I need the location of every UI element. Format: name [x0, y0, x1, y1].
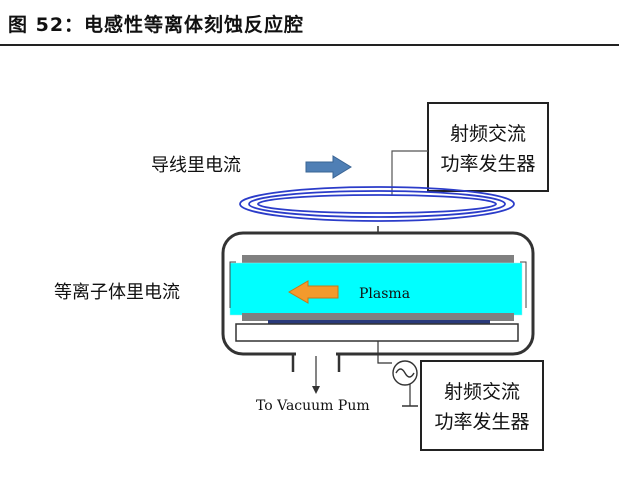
coil-current-label: 导线里电流 — [151, 155, 241, 176]
upper-electrode — [242, 255, 514, 264]
plasma-current-arrow — [288, 280, 339, 304]
rf-generator-bottom: 射频交流 功率发生器 — [420, 360, 544, 451]
rf-generator-bottom-box — [420, 360, 544, 451]
rf-generator-top-line1: 射频交流 — [450, 123, 526, 145]
plasma-region — [229, 262, 523, 316]
pump-port-gap — [296, 352, 336, 357]
rf-generator-bottom-line1: 射频交流 — [444, 381, 520, 403]
plasma-current-label: 等离子体里电流 — [54, 282, 180, 303]
rf-generator-top: 射频交流 功率发生器 — [427, 102, 549, 192]
plasma-label: Plasma — [359, 286, 410, 302]
right-lead — [520, 261, 527, 308]
rf-generator-top-box — [427, 102, 549, 192]
wafer — [268, 320, 490, 325]
coil-current-arrow — [305, 155, 352, 179]
lower-electrode — [242, 313, 514, 321]
left-lead — [229, 261, 236, 308]
induction-coil — [239, 186, 515, 222]
rf-generator-top-line2: 功率发生器 — [440, 153, 535, 175]
chuck-base — [235, 323, 519, 342]
title-rule — [0, 44, 619, 46]
bottom-rf-wire — [377, 341, 392, 364]
pump-arrowhead — [312, 386, 320, 394]
rf-generator-bottom-line2: 功率发生器 — [434, 411, 529, 433]
vacuum-label: To Vacuum Pum — [256, 398, 370, 414]
figure-title: 图 52：电感性等离体刻蚀反应腔 — [8, 14, 305, 36]
top-connector-line — [391, 150, 428, 196]
ac-wave-icon — [395, 368, 415, 378]
